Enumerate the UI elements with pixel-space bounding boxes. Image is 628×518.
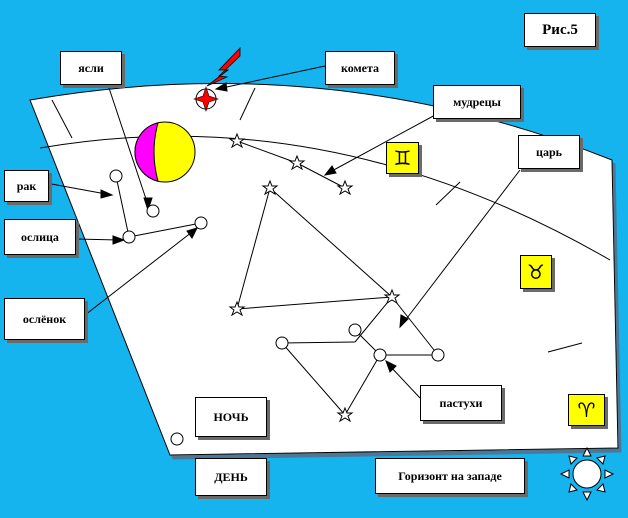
zodiac-taurus: ♉ [520,255,552,289]
label-noch: НОЧЬ [195,397,267,437]
label-kometa: комета [325,51,395,85]
circle-star-icon [146,204,160,218]
label-oslenok: ослёнок [4,298,85,340]
label-horizon: Горизонт на западе [375,458,525,494]
zodiac-band-arc [39,135,611,261]
circle-star-icon [275,336,289,350]
star-icon [228,300,246,317]
circle-star-icon [109,169,123,183]
label-den: ДЕНЬ [195,458,267,496]
label-pastukhi: пастухи [420,385,502,421]
star-icons [228,132,401,423]
circle-star-icon [431,348,445,362]
star-icon [383,288,401,305]
label-mudretsy: мудрецы [433,85,521,119]
figure-title: Рис.5 [524,13,596,47]
sun-icon [559,446,615,502]
circle-star-icon [122,230,136,244]
callout-arrows [45,65,521,399]
circle-star-icon [348,323,362,337]
star-icon [336,179,354,196]
zodiac-aries: ♈ [568,394,605,426]
label-tsar: царь [518,135,580,169]
moon-icon [134,121,196,183]
circle-stars [109,169,445,446]
zodiac-band-ticks [51,87,583,353]
star-icon [336,406,354,423]
label-yasli: ясли [60,51,122,85]
star-icon [228,132,246,149]
circle-star-icon [373,348,387,362]
circle-star-icon [194,216,208,230]
comet-icon [193,47,241,112]
circle-star-icon [170,432,184,446]
label-oslitsa: ослица [4,219,76,255]
constellation-lines [115,140,439,416]
star-icon [261,179,279,196]
zodiac-gemini: ♊ [386,142,419,174]
label-rak: рак [4,170,49,202]
star-icon [288,154,306,171]
